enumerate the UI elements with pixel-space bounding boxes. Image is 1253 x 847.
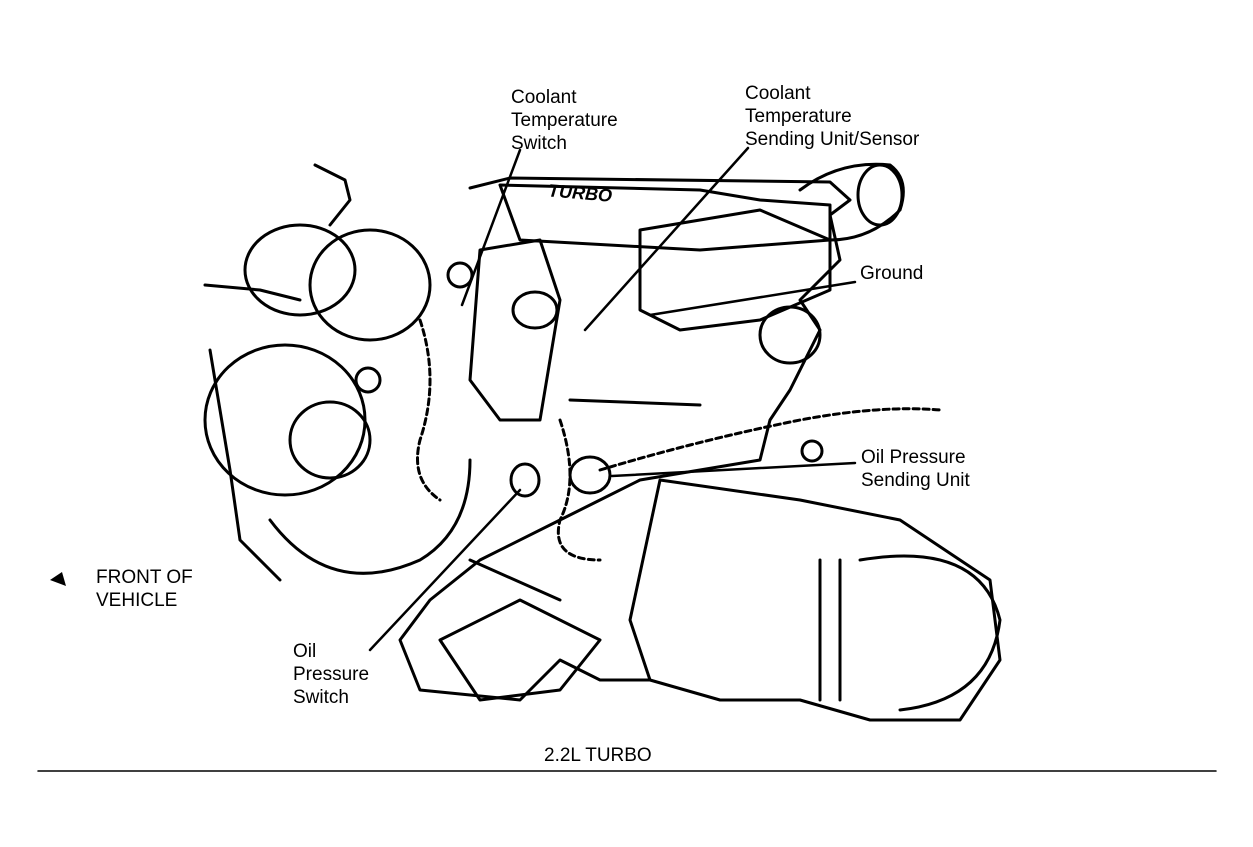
- front-arrow-icon: [50, 572, 66, 586]
- small-bolt-2: [446, 261, 474, 289]
- exhaust-manifold: [438, 598, 602, 702]
- label-oil-pressure-switch: Oil Pressure Switch: [293, 640, 369, 709]
- label-line: FRONT OF: [96, 567, 193, 588]
- thermostat-neck: [511, 290, 559, 330]
- leader-coolant-temp-sending-unit: [583, 146, 750, 332]
- leader-coolant-temp-switch: [460, 148, 522, 307]
- mount-bracket: [468, 558, 562, 602]
- small-bolt: [800, 439, 824, 463]
- label-front-of-vehicle: FRONT OF VEHICLE: [96, 566, 193, 612]
- coolant-outlet: [758, 305, 822, 365]
- leader-oil-pressure-switch: [368, 488, 522, 652]
- label-line: VEHICLE: [96, 590, 178, 611]
- distributor-cap: [308, 228, 432, 342]
- intake-manifold: [638, 208, 832, 332]
- label-coolant-temperature-switch: Coolant Temperature Switch: [511, 86, 618, 155]
- label-line: Coolant: [511, 87, 577, 108]
- belt: [268, 458, 472, 575]
- transaxle: [628, 478, 1002, 722]
- leader-ground: [648, 280, 857, 317]
- label-line: Sending Unit: [861, 470, 970, 491]
- alternator-pulley: [288, 400, 372, 480]
- transaxle-bell: [858, 554, 1002, 712]
- small-bolt-3: [354, 366, 382, 394]
- label-line: Coolant: [745, 83, 811, 104]
- label-line: Sending Unit/Sensor: [745, 129, 920, 150]
- spark-wire: [203, 283, 302, 302]
- thermostat-housing: [468, 238, 562, 422]
- distributor-wire: [313, 163, 352, 227]
- label-oil-pressure-sending-unit: Oil Pressure Sending Unit: [861, 446, 970, 492]
- leader-oil-pressure-sending-unit: [610, 461, 857, 478]
- distributor-body: [243, 223, 357, 317]
- belt-guard: [208, 348, 282, 582]
- label-line: Switch: [511, 133, 567, 154]
- wiring-harness-2: [557, 418, 602, 562]
- label-coolant-temperature-sending-unit: Coolant Temperature Sending Unit/Sensor: [745, 82, 919, 151]
- oil-pressure-sending-unit-body: [568, 455, 612, 495]
- intake-tube: [798, 162, 905, 242]
- label-line: Switch: [293, 687, 349, 708]
- label-line: Pressure: [293, 664, 370, 685]
- label-line: Temperature: [511, 110, 618, 131]
- label-line: Oil: [293, 641, 317, 662]
- label-line: Temperature: [745, 106, 852, 127]
- wiring-harness-4: [568, 398, 702, 407]
- engine-block-outline: [398, 176, 852, 702]
- intake-tube-opening: [856, 163, 904, 227]
- label-ground: Ground: [860, 263, 924, 284]
- oil-pressure-switch-body: [509, 462, 541, 498]
- wiring-harness-1: [416, 318, 442, 502]
- wiring-harness-3: [598, 407, 942, 472]
- diagram-caption: 2.2L TURBO: [544, 745, 652, 766]
- label-line: Oil Pressure: [861, 447, 966, 468]
- engine-marking: TURBO: [547, 180, 612, 206]
